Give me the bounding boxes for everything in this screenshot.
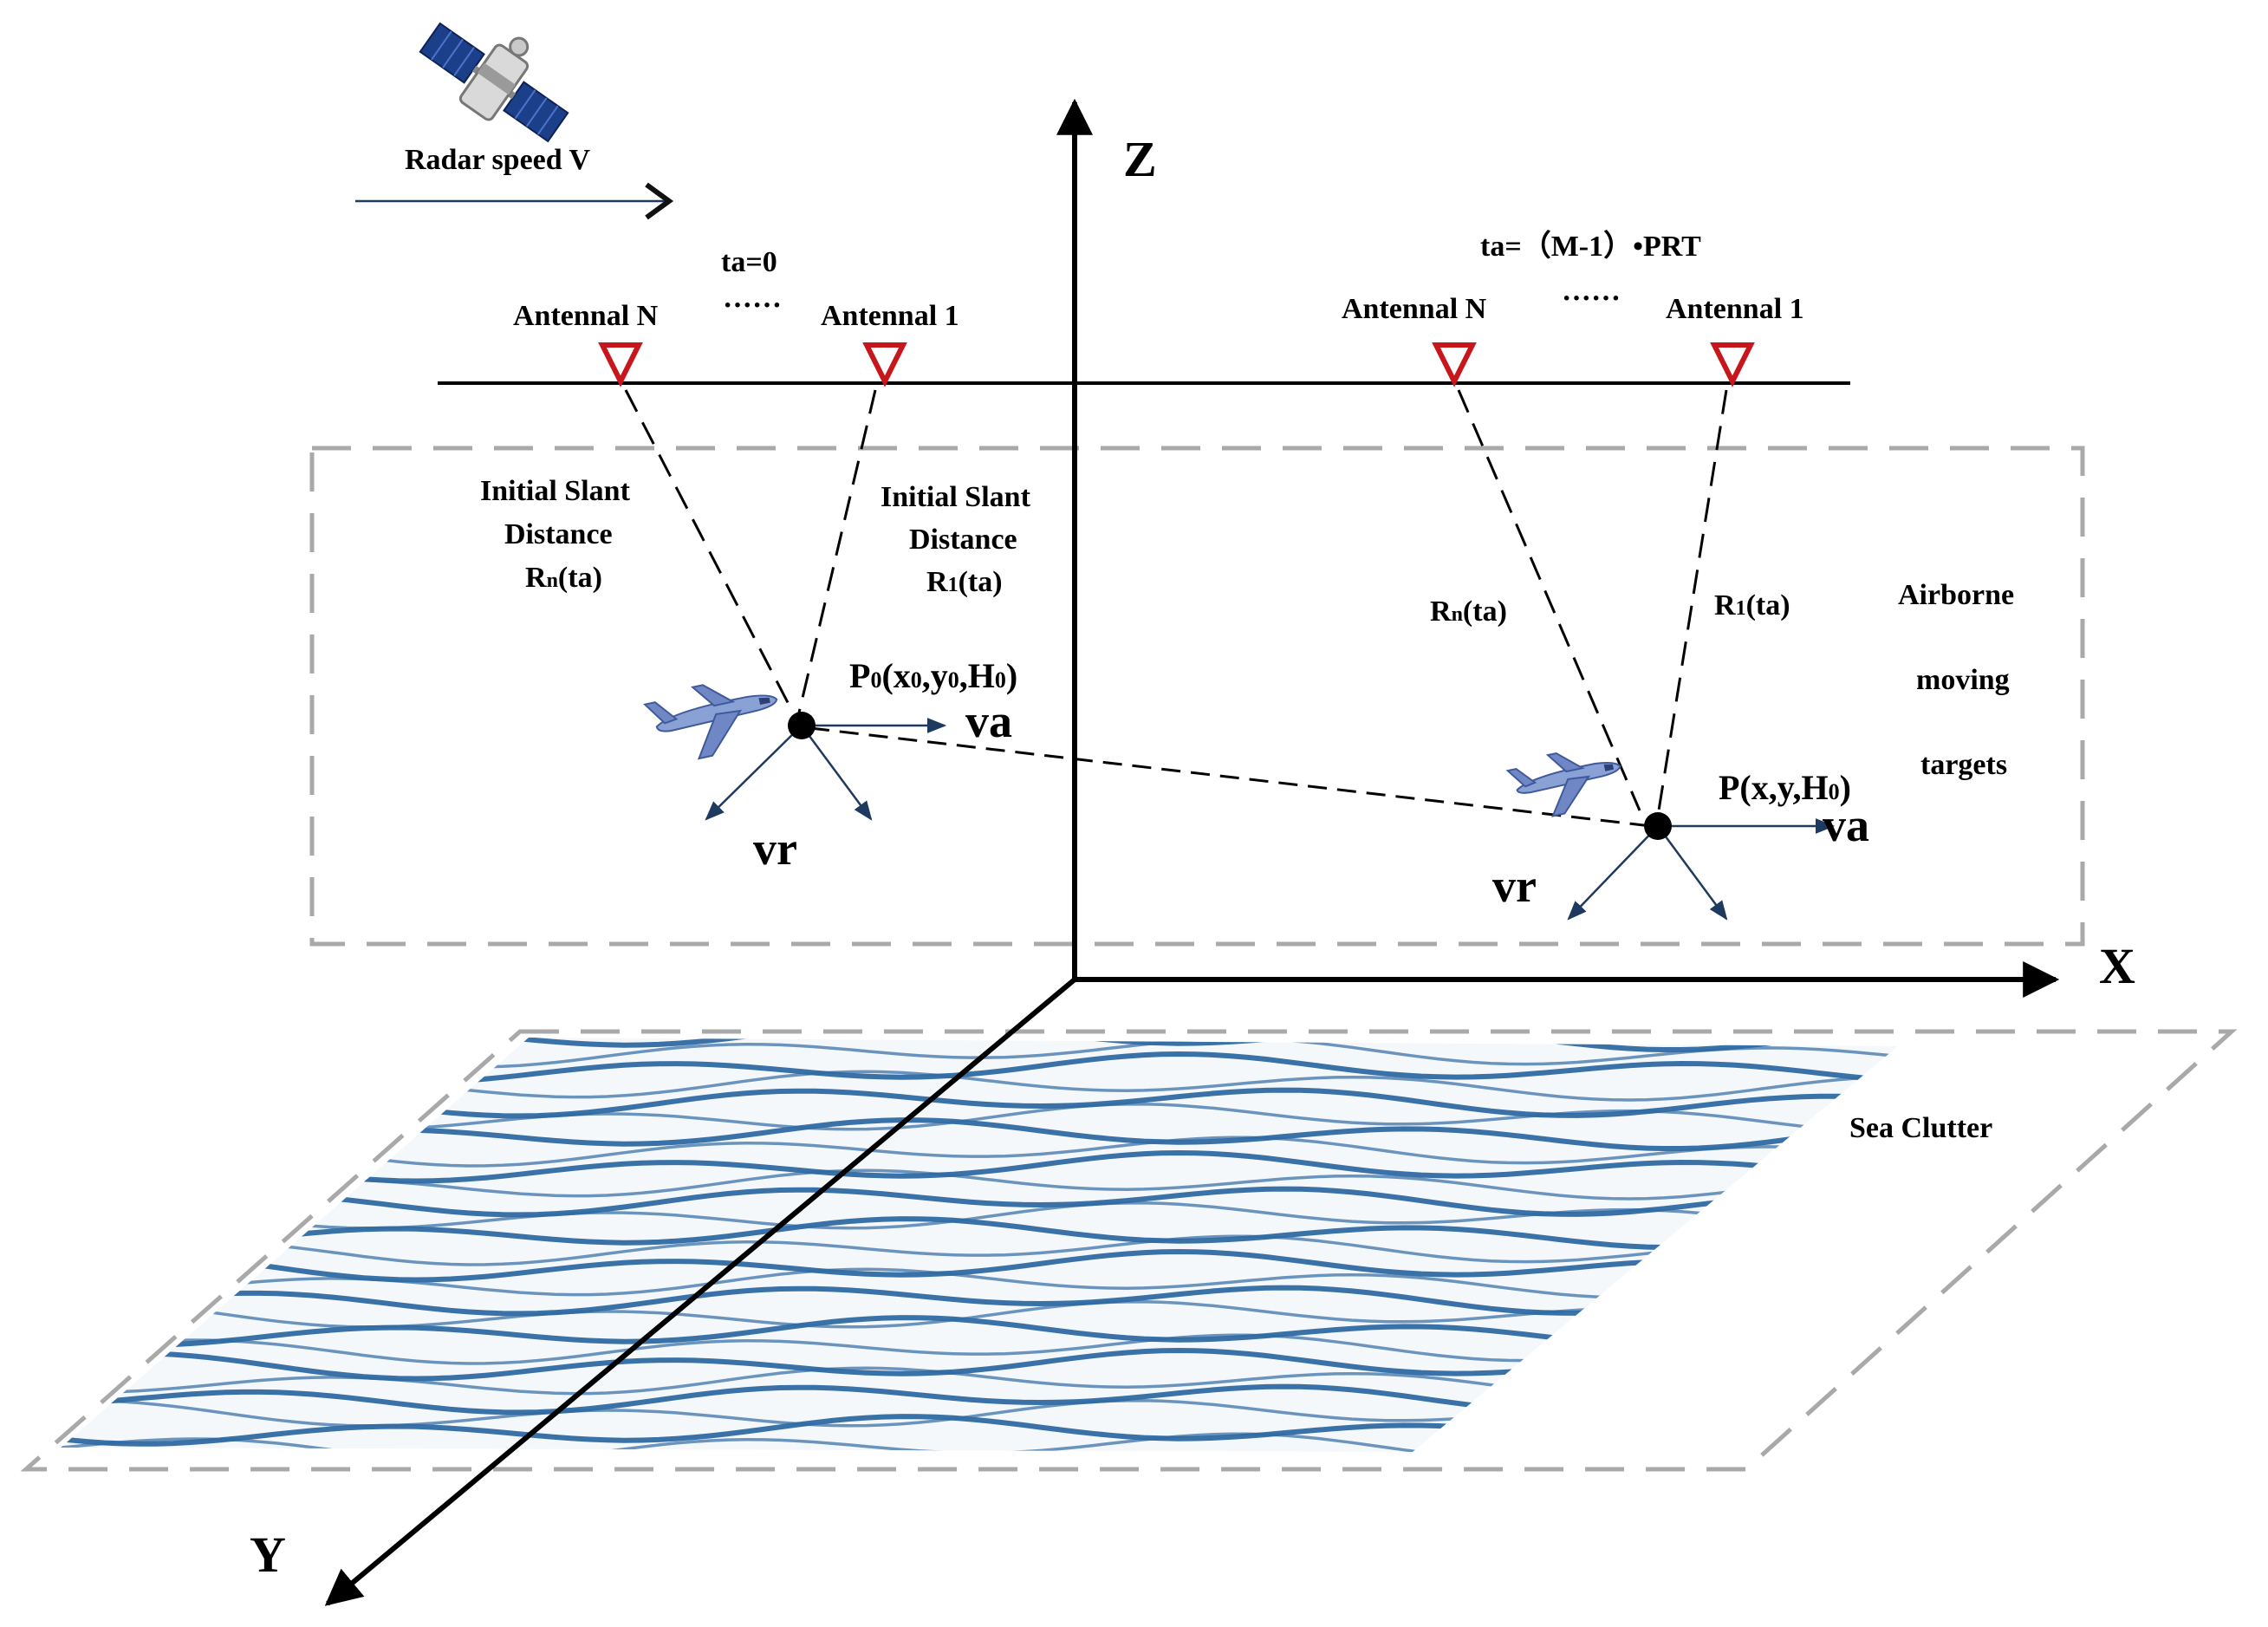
satellite-icon [419, 22, 569, 143]
airplane-final-icon [1505, 752, 1621, 817]
airborne-label-line3: targets [1920, 749, 2007, 781]
antenna-dots-end: ······ [1562, 283, 1621, 315]
airplane-initial-icon [643, 684, 778, 760]
target-initial-position: P0(x0,y0,H0) [849, 656, 1017, 695]
right-slant-line1: Initial Slant [881, 481, 1031, 513]
sea-clutter-label: Sea Clutter [1849, 1112, 1992, 1144]
target-initial-va: va [965, 695, 1012, 747]
target-initial-point [788, 712, 816, 739]
antenna-1-start-label: Antennal 1 [821, 300, 959, 332]
target-initial-vectors [705, 718, 947, 821]
x-axis-label: X [2099, 938, 2135, 994]
right-slant-line2: Distance [909, 524, 1017, 556]
target-final-vr: vr [1492, 860, 1537, 912]
left-slant-range: Rn(ta) [525, 562, 602, 594]
y-axis-label: Y [250, 1526, 286, 1583]
far-range-1: R1(ta) [1714, 589, 1790, 622]
antenna-n-end-label: Antennal N [1342, 293, 1487, 325]
airborne-region-box [309, 446, 2085, 947]
slant-lines [624, 389, 1728, 828]
target-final-va: va [1823, 799, 1869, 851]
target-final-position: P(x,y,H0) [1719, 768, 1851, 807]
airborne-label-line2: moving [1916, 664, 2010, 696]
y-axis [324, 977, 1076, 1606]
time-start-label: ta=0 [721, 246, 777, 278]
left-slant-line2: Distance [504, 518, 613, 550]
sea-wave-line [61, 1234, 1898, 1266]
sea-wave-line [61, 1216, 1898, 1250]
antenna-dots-start: ······ [723, 290, 782, 322]
radar-speed-label: Radar speed V [405, 144, 591, 176]
antenna-n-end-icon [1432, 342, 1477, 387]
sea-wave-line [61, 1038, 1898, 1052]
antenna-1-start-icon [862, 342, 907, 387]
antenna-1-end-label: Antennal 1 [1666, 293, 1804, 325]
far-range-n: Rn(ta) [1430, 595, 1507, 628]
sea-wave-line [61, 1248, 1898, 1283]
airborne-label-line1: Airborne [1898, 579, 2014, 611]
antenna-1-end-icon [1710, 342, 1755, 387]
sea-clutter-waves [61, 1038, 1898, 1452]
time-end-label: ta=（M-1）•PRT [1480, 229, 1701, 263]
target-initial-vr: vr [753, 823, 797, 875]
radar-speed-arrowhead [645, 182, 674, 220]
z-axis-label: Z [1123, 131, 1157, 187]
right-slant-range: R1(ta) [926, 566, 1003, 598]
target-final-point [1644, 812, 1672, 840]
sea-wave-line [61, 1186, 1898, 1218]
left-slant-line1: Initial Slant [480, 475, 631, 507]
antenna-n-start-icon [598, 342, 643, 387]
target-final-vectors [1567, 818, 1836, 921]
antenna-n-start-label: Antennal N [513, 300, 659, 332]
